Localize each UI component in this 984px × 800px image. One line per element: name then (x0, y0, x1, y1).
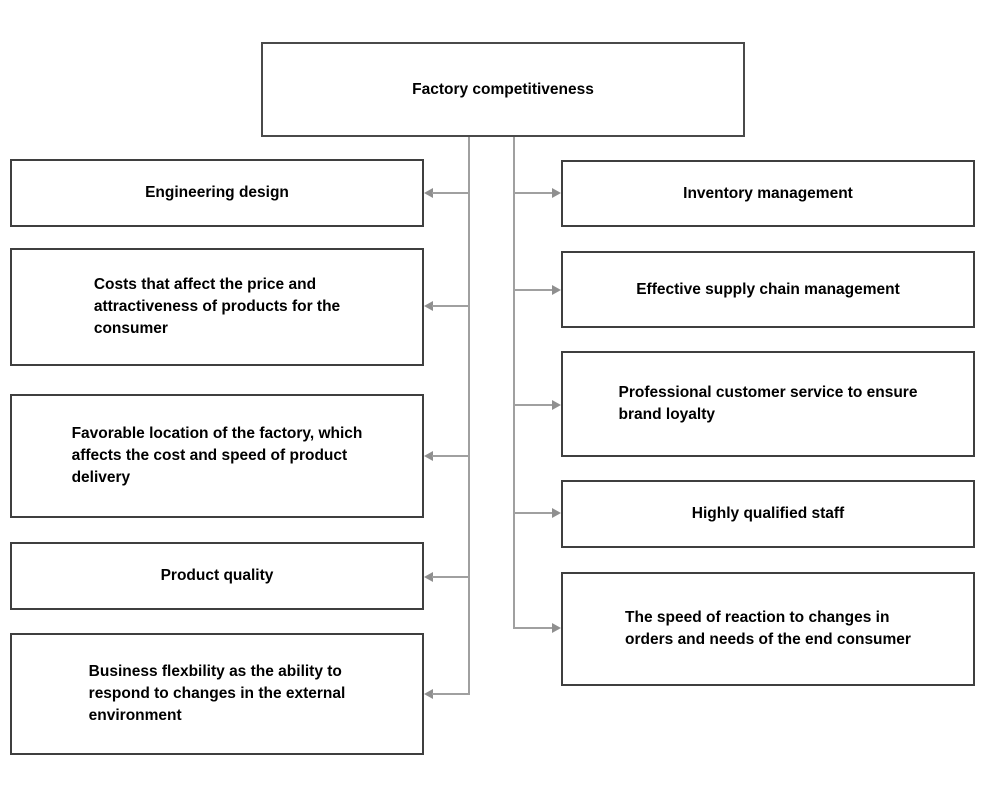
connector-left-2 (424, 301, 470, 311)
connector-shaft (432, 305, 470, 307)
connector-shaft (514, 512, 553, 514)
arrow-right-icon (552, 188, 561, 198)
arrow-right-icon (552, 285, 561, 295)
connector-trunk-left (468, 137, 470, 695)
node-product-quality: Product quality (10, 542, 424, 610)
node-label: Product quality (160, 567, 274, 584)
connector-shaft (514, 627, 553, 629)
node-label: Business flexbility as the ability to re… (88, 663, 346, 724)
node-supply-chain-management: Effective supply chain management (561, 251, 975, 328)
connector-shaft (432, 693, 470, 695)
arrow-right-icon (552, 400, 561, 410)
connector-shaft (514, 404, 553, 406)
node-label: Costs that affect the price and attracti… (93, 276, 341, 337)
connector-shaft (432, 192, 470, 194)
connector-trunk-right (513, 137, 515, 629)
arrow-left-icon (424, 451, 433, 461)
connector-left-3 (424, 451, 470, 461)
connector-right-5 (514, 623, 561, 633)
node-business-flexibility: Business flexbility as the ability to re… (10, 633, 424, 755)
connector-left-4 (424, 572, 470, 582)
node-favorable-location: Favorable location of the factory, which… (10, 394, 424, 518)
connector-right-3 (514, 400, 561, 410)
connector-left-5 (424, 689, 470, 699)
arrow-right-icon (552, 508, 561, 518)
arrow-right-icon (552, 623, 561, 633)
arrow-left-icon (424, 301, 433, 311)
node-customer-service: Professional customer service to ensure … (561, 351, 975, 457)
connector-shaft (514, 192, 553, 194)
node-label: The speed of reaction to changes in orde… (625, 609, 911, 648)
node-inventory-management: Inventory management (561, 160, 975, 227)
node-label: Highly qualified staff (691, 505, 845, 522)
arrow-left-icon (424, 572, 433, 582)
connector-shaft (432, 455, 470, 457)
node-label: Effective supply chain management (636, 280, 900, 298)
connector-left-1 (424, 188, 470, 198)
connector-shaft (514, 289, 553, 291)
connector-right-4 (514, 508, 561, 518)
connector-shaft (432, 576, 470, 578)
node-label: Inventory management (683, 184, 853, 202)
node-label: Favorable location of the factory, which… (71, 425, 363, 486)
arrow-left-icon (424, 188, 433, 198)
node-speed-of-reaction: The speed of reaction to changes in orde… (561, 572, 975, 686)
node-label: Engineering design (145, 184, 289, 201)
connector-right-2 (514, 285, 561, 295)
node-qualified-staff: Highly qualified staff (561, 480, 975, 548)
node-costs-price-attractiveness: Costs that affect the price and attracti… (10, 248, 424, 366)
node-label: Professional customer service to ensure … (618, 384, 918, 423)
connector-right-1 (514, 188, 561, 198)
arrow-left-icon (424, 689, 433, 699)
root-node-factory-competitiveness: Factory competitiveness (261, 42, 745, 137)
node-engineering-design: Engineering design (10, 159, 424, 227)
root-node-label: Factory competitiveness (412, 80, 594, 98)
